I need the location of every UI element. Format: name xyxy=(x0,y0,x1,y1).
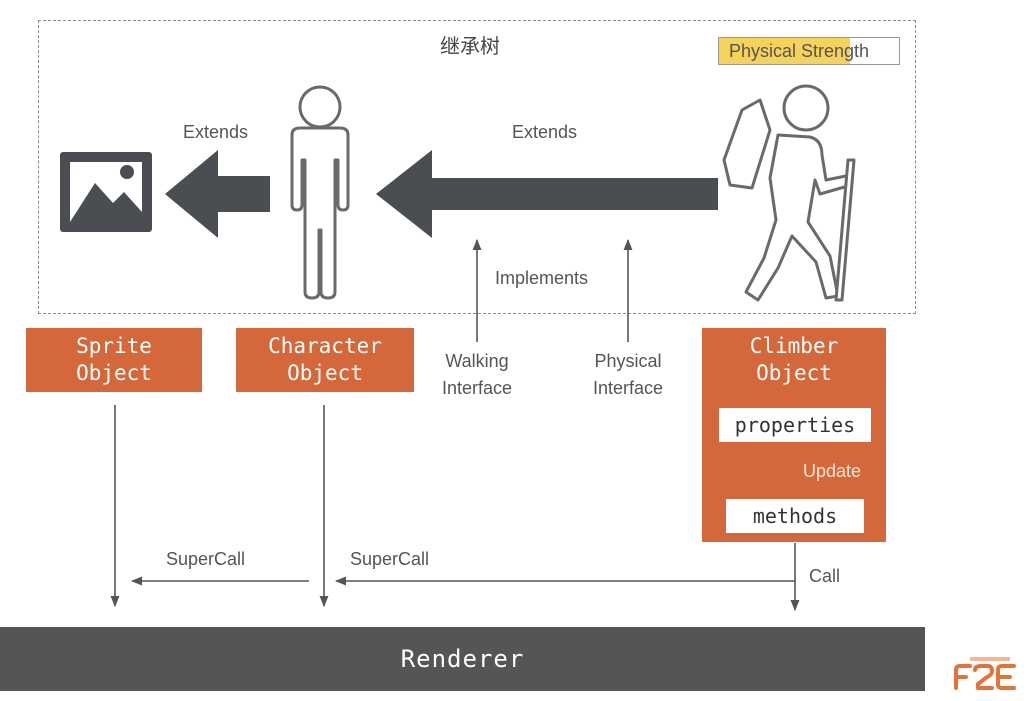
properties-box: properties xyxy=(719,408,871,442)
extends-arrow-left xyxy=(165,150,270,238)
physical-strength-bar: Physical Strength xyxy=(718,37,900,65)
supercall-label-right: SuperCall xyxy=(350,549,430,569)
physical-interface-label: Physical Interface xyxy=(592,351,664,398)
methods-box: methods xyxy=(726,499,864,533)
walking-interface-label: Walking Interface xyxy=(441,351,513,398)
image-icon xyxy=(60,152,152,232)
sprite-object: Sprite Object xyxy=(26,328,202,392)
update-label: Update xyxy=(803,461,862,481)
physical-strength-label: Physical Strength xyxy=(729,41,870,61)
extends-arrow-right xyxy=(376,150,718,238)
character-object: Character Object xyxy=(236,328,414,392)
extends-label-right: Extends xyxy=(512,122,578,142)
extends-label-left: Extends xyxy=(183,122,249,142)
supercall-label-left: SuperCall xyxy=(166,549,246,569)
person-icon xyxy=(290,85,350,300)
f2e-logo-icon xyxy=(954,657,1016,690)
implements-label: Implements xyxy=(495,268,589,288)
tree-title: 继承树 xyxy=(440,34,500,58)
renderer-bar: Renderer xyxy=(0,627,925,691)
physical-strength-fill xyxy=(719,38,851,64)
hiker-icon xyxy=(722,84,856,302)
call-label: Call xyxy=(809,566,841,586)
